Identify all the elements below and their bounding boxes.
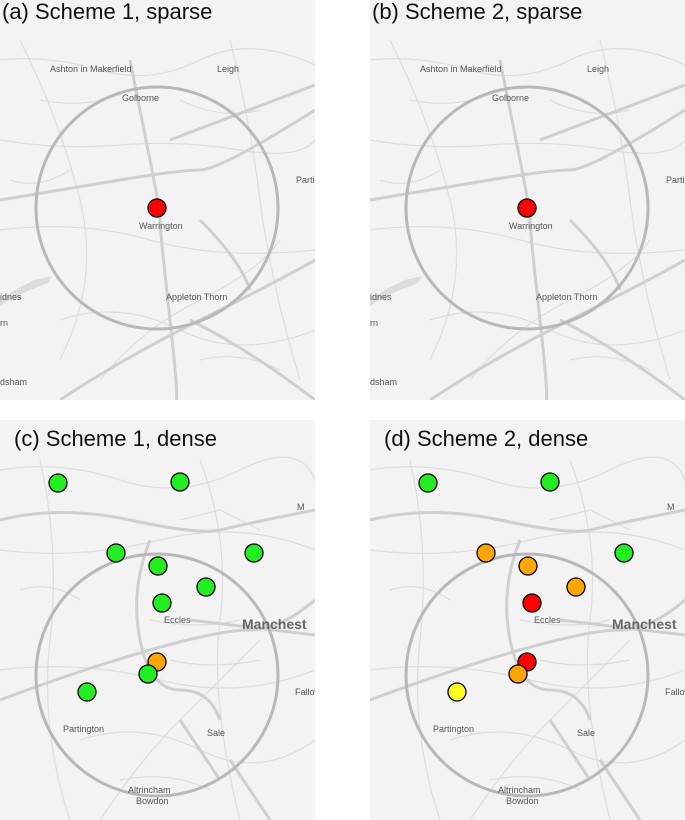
place-label: Partington <box>433 724 474 734</box>
status-marker-green[interactable] <box>196 577 216 597</box>
status-marker-red[interactable] <box>517 198 537 218</box>
place-label: Fallow <box>295 687 315 697</box>
river-water <box>0 276 52 306</box>
map-canvas: Eccles Manchest Partington Sale Altrinch… <box>370 456 685 820</box>
status-marker-green[interactable] <box>152 593 172 613</box>
status-marker-orange[interactable] <box>566 577 586 597</box>
status-marker-orange[interactable] <box>476 543 496 563</box>
place-label: M <box>667 502 675 512</box>
place-label: dsham <box>370 377 397 387</box>
place-label: Partington <box>63 724 104 734</box>
place-label: Leigh <box>587 64 609 74</box>
place-label: Parti <box>296 175 315 185</box>
place-label: Sale <box>577 728 595 738</box>
status-marker-green[interactable] <box>77 682 97 702</box>
place-label: idnes <box>370 292 392 302</box>
place-label: Bowdon <box>136 796 169 806</box>
status-marker-orange[interactable] <box>518 556 538 576</box>
place-label: Appleton Thorn <box>166 292 227 302</box>
major-roads <box>370 59 685 400</box>
map-canvas: Ashton in Makerfield Leigh Golborne Warr… <box>0 39 315 400</box>
place-label: Altrincham <box>128 785 171 795</box>
major-roads <box>0 59 315 400</box>
minor-roads <box>370 456 685 820</box>
radius-circle <box>34 85 280 331</box>
marker-layer <box>48 472 264 702</box>
place-label: rn <box>0 318 8 328</box>
radius-circle <box>34 552 280 798</box>
place-label: Sale <box>207 728 225 738</box>
status-marker-green[interactable] <box>148 556 168 576</box>
place-label: Appleton Thorn <box>536 292 597 302</box>
place-label: Bowdon <box>506 796 539 806</box>
place-label: rn <box>370 318 378 328</box>
status-marker-red[interactable] <box>147 198 167 218</box>
marker-layer <box>147 198 167 218</box>
map-canvas: Eccles Manchest Partington Sale Altrinch… <box>0 456 315 820</box>
place-label: Ashton in Makerfield <box>420 64 502 74</box>
status-marker-green[interactable] <box>418 473 438 493</box>
map-canvas: Ashton in Makerfield Leigh Golborne Warr… <box>370 39 685 400</box>
place-label: Fallow <box>665 687 685 697</box>
minor-roads <box>370 39 685 381</box>
status-marker-orange[interactable] <box>508 664 528 684</box>
status-marker-green[interactable] <box>48 473 68 493</box>
place-label: Warrington <box>509 221 553 231</box>
map-panel-c[interactable]: (c) Scheme 1, dense Eccles Manchest <box>0 420 315 820</box>
city-label: Manchest <box>612 616 677 632</box>
radius-circle <box>404 85 650 331</box>
place-label: Eccles <box>534 615 561 625</box>
place-label: Warrington <box>139 221 183 231</box>
panel-title: (d) Scheme 2, dense <box>384 426 589 451</box>
map-panel-a[interactable]: (a) Scheme 1, sparse Ashton i <box>0 0 315 400</box>
place-label: Ashton in Makerfield <box>50 64 132 74</box>
status-marker-green[interactable] <box>614 543 634 563</box>
map-panel-d[interactable]: (d) Scheme 2, dense Eccles Manchest <box>370 420 685 820</box>
place-label: Golborne <box>492 93 529 103</box>
place-label: Parti <box>666 175 685 185</box>
marker-layer <box>418 472 634 702</box>
place-label: idnes <box>0 292 22 302</box>
marker-layer <box>517 198 537 218</box>
place-label: Eccles <box>164 615 191 625</box>
status-marker-green[interactable] <box>138 664 158 684</box>
status-marker-green[interactable] <box>244 543 264 563</box>
panel-title: (b) Scheme 2, sparse <box>372 0 583 24</box>
status-marker-green[interactable] <box>170 472 190 492</box>
status-marker-red[interactable] <box>522 593 542 613</box>
panel-title: (a) Scheme 1, sparse <box>2 0 213 24</box>
panel-title: (c) Scheme 1, dense <box>14 426 217 451</box>
city-label: Manchest <box>242 616 307 632</box>
river-water <box>370 276 422 306</box>
radius-circle <box>404 552 650 798</box>
place-label: Leigh <box>217 64 239 74</box>
status-marker-green[interactable] <box>540 472 560 492</box>
map-panel-b[interactable]: (b) Scheme 2, sparse Ashton in Makerfiel… <box>370 0 685 400</box>
status-marker-green[interactable] <box>106 543 126 563</box>
place-label: Golborne <box>122 93 159 103</box>
major-roads <box>370 508 685 820</box>
place-label: M <box>297 502 305 512</box>
place-label: dsham <box>0 377 27 387</box>
place-label: Altrincham <box>498 785 541 795</box>
status-marker-yellow[interactable] <box>447 682 467 702</box>
